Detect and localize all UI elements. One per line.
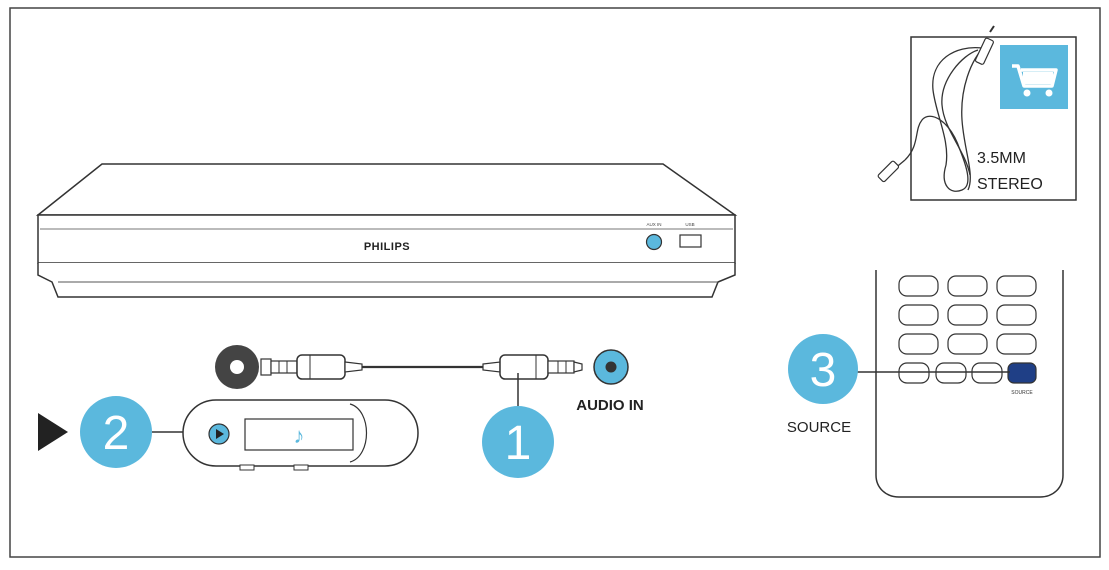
- cable-plug-bottom: [877, 160, 900, 183]
- step-3-number: 3: [810, 344, 837, 397]
- player-port-label-usb: USB: [685, 222, 694, 227]
- player-usb-port: [679, 234, 702, 248]
- step-2-badge: 2: [80, 396, 152, 468]
- audio-cable: [215, 345, 629, 389]
- remote-source-key: [1007, 362, 1037, 384]
- step-2-number: 2: [103, 407, 130, 460]
- blu-ray-player: PHILIPS AUX IN USB: [35, 163, 738, 298]
- step-1-badge: 1: [482, 406, 554, 478]
- portable-music-player: ♪: [182, 399, 419, 471]
- player-top-surface: [35, 163, 738, 216]
- player-port-label-aux: AUX IN: [646, 222, 661, 227]
- step-1-number: 1: [505, 417, 532, 470]
- source-label: SOURCE: [787, 419, 851, 436]
- cable-plug-top: [974, 25, 995, 65]
- remote-source-key-label: SOURCE: [1011, 390, 1033, 396]
- cable-spec-line2: STEREO: [977, 176, 1043, 193]
- player-front-panel: [37, 214, 736, 264]
- remote-control: SOURCE: [875, 270, 1064, 498]
- audio-in-label: AUDIO IN: [576, 397, 644, 414]
- music-note-icon: ♪: [294, 423, 305, 448]
- play-arrow-icon: [38, 413, 68, 451]
- music-player-screen: [244, 418, 354, 451]
- player-brand-logo: PHILIPS: [364, 241, 410, 253]
- shopping-cart-icon: [1000, 45, 1068, 109]
- player-base: [37, 263, 736, 298]
- remote-body: [875, 270, 1064, 498]
- remote-keypad: [898, 275, 1037, 384]
- player-aux-port: [645, 233, 663, 251]
- cable-kit-panel: 3.5MM STEREO: [877, 25, 1077, 201]
- step-3-badge: 3: [788, 334, 858, 404]
- cable-spec-line1: 3.5MM: [977, 150, 1026, 167]
- coiled-cable-icon: [892, 44, 987, 192]
